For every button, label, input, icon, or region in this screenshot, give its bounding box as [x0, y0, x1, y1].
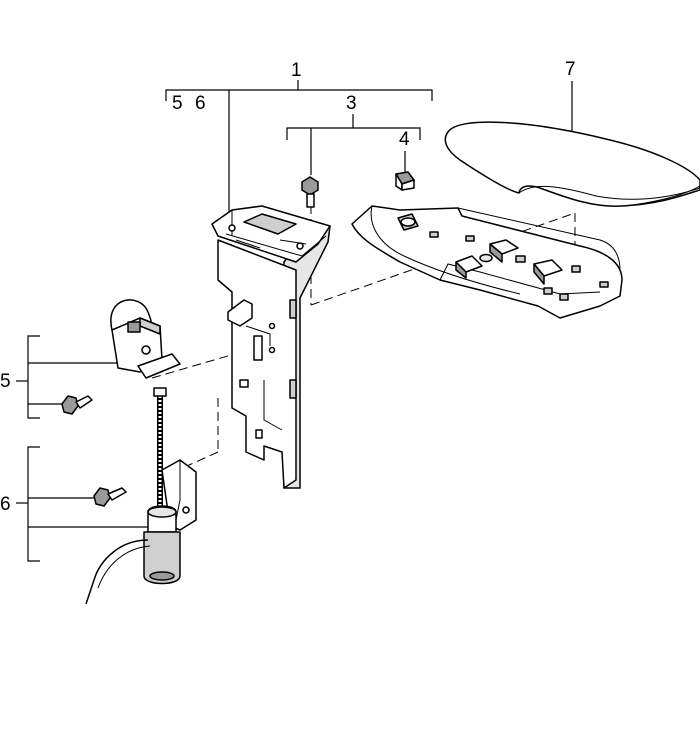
- screw-part-5: [61, 395, 93, 415]
- callout-3: 3: [346, 93, 357, 114]
- leader-lines: [16, 80, 573, 562]
- callout-1: 1: [291, 60, 302, 81]
- clip-part-4: [395, 171, 415, 191]
- upright-bracket: [211, 205, 331, 489]
- armrest-tray: [351, 205, 623, 319]
- callout-7: 7: [565, 59, 576, 80]
- callout-5-top: 5: [172, 93, 183, 114]
- screw-part-3: [301, 176, 319, 208]
- callout-6-top: 6: [195, 93, 206, 114]
- threaded-rod: [153, 387, 167, 518]
- callout-6-side: 6: [0, 494, 11, 515]
- callout-5-side: 5: [0, 371, 11, 392]
- switch-bracket-part-5: [110, 299, 181, 379]
- armrest-cushion: [444, 121, 700, 207]
- drive-motor-part-6: [85, 505, 181, 605]
- screw-part-6: [93, 487, 127, 507]
- callout-4: 4: [399, 129, 410, 150]
